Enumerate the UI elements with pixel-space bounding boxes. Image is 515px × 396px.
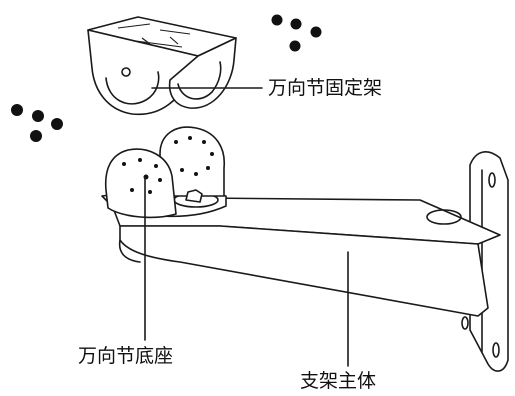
label-universal-mount: 万向节固定架 bbox=[268, 77, 383, 99]
universal-mount-drawing bbox=[87, 16, 237, 116]
screws-left bbox=[11, 104, 63, 142]
bracket-body-drawing bbox=[111, 151, 509, 372]
label-bracket-body: 支架主体 bbox=[300, 370, 377, 392]
universal-base-drawing bbox=[101, 126, 227, 219]
screws-top bbox=[271, 14, 322, 52]
label-universal-base: 万向节底座 bbox=[78, 345, 174, 367]
